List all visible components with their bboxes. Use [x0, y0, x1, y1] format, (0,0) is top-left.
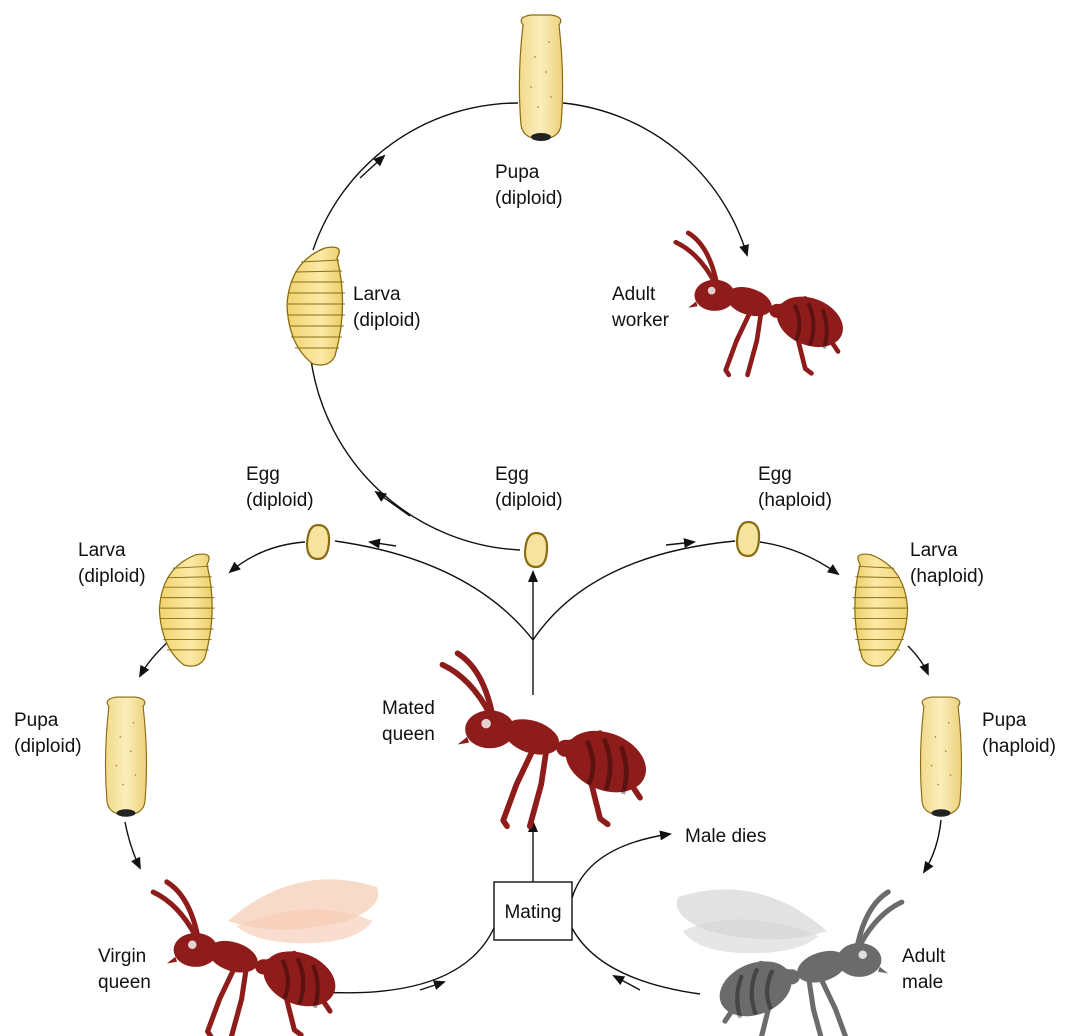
- arc-larva-to-pupa-left: [140, 640, 170, 676]
- top-pupa-illustration: [519, 15, 562, 141]
- egg-left-label-line1: Egg: [246, 464, 280, 485]
- arc-pupa-to-male: [924, 820, 941, 872]
- arc-egg-to-larva-head: [376, 492, 410, 516]
- egg-right-label-line2: (haploid): [758, 490, 832, 511]
- mated-queen-label-line1: Mated: [382, 698, 435, 719]
- right-pupa-illustration: [920, 697, 961, 817]
- arc-queen-to-egg-right-head: [666, 542, 694, 545]
- egg-left-illustration: [307, 525, 329, 559]
- pupa-right-label-line1: Pupa: [982, 710, 1027, 731]
- adult-male-label-line1: Adult: [902, 946, 946, 967]
- egg-center-label-line1: Egg: [495, 464, 529, 485]
- virgin-queen-illustration: [153, 879, 378, 1036]
- top-larva-label-line1: Larva: [353, 284, 401, 305]
- arc-pupa-to-worker: [563, 103, 747, 255]
- left-larva-illustration: [159, 554, 214, 666]
- adult-worker-label-line1: Adult: [612, 284, 656, 305]
- egg-left-label-line2: (diploid): [246, 490, 314, 511]
- arc-queen-to-egg-left: [335, 541, 533, 640]
- pupa-right-label-line2: (haploid): [982, 736, 1056, 757]
- adult-worker-label: Adult worker: [611, 284, 670, 331]
- egg-center-label-line2: (diploid): [495, 490, 563, 511]
- arc-male-to-mating: [572, 928, 700, 994]
- larva-left-label-line2: (diploid): [78, 566, 146, 587]
- egg-left-label: Egg (diploid): [246, 464, 314, 511]
- egg-center-illustration: [525, 533, 547, 567]
- larva-right-label: Larva (haploid): [910, 540, 984, 587]
- larva-right-label-line1: Larva: [910, 540, 958, 561]
- top-larva-label: Larva (diploid): [353, 284, 421, 331]
- adult-male-illustration: [677, 889, 902, 1036]
- pupa-right-label: Pupa (haploid): [982, 710, 1056, 757]
- larva-left-label: Larva (diploid): [78, 540, 146, 587]
- queen-wing-icon: [228, 879, 378, 943]
- arc-queen-to-egg-left-head: [370, 542, 396, 546]
- mated-queen-label: Mated queen: [382, 698, 435, 745]
- top-pupa-label: Pupa (diploid): [495, 162, 563, 209]
- larva-left-label-line1: Larva: [78, 540, 126, 561]
- mated-queen-label-line2: queen: [382, 724, 435, 745]
- arc-egg-to-larva-left: [230, 542, 305, 572]
- adult-male-label-line2: male: [902, 972, 943, 993]
- top-pupa-label-line2: (diploid): [495, 188, 563, 209]
- larva-right-label-line2: (haploid): [910, 566, 984, 587]
- arrow-mating-to-male-dies: [572, 834, 670, 898]
- egg-right-label: Egg (haploid): [758, 464, 832, 511]
- arc-pupa-to-virgin: [125, 822, 140, 868]
- arc-larva-to-pupa: [313, 103, 518, 250]
- mating-label: Mating: [504, 902, 561, 923]
- egg-right-illustration: [737, 522, 759, 556]
- adult-worker-label-line2: worker: [611, 310, 670, 331]
- arc-larva-to-pupa-right: [908, 646, 928, 674]
- egg-right-label-line1: Egg: [758, 464, 792, 485]
- virgin-queen-label: Virgin queen: [98, 946, 151, 993]
- mated-queen-illustration: [442, 653, 655, 826]
- left-pupa-illustration: [105, 697, 146, 817]
- top-larva-illustration: [287, 247, 345, 365]
- pupa-left-label-line1: Pupa: [14, 710, 59, 731]
- virgin-queen-label-line2: queen: [98, 972, 151, 993]
- top-pupa-label-line1: Pupa: [495, 162, 540, 183]
- right-larva-illustration: [853, 554, 908, 666]
- egg-center-label: Egg (diploid): [495, 464, 563, 511]
- adult-male-label: Adult male: [902, 946, 946, 993]
- pupa-left-label-line2: (diploid): [14, 736, 82, 757]
- arc-queen-to-egg-right: [533, 541, 735, 640]
- top-larva-label-line2: (diploid): [353, 310, 421, 331]
- male-dies-label: Male dies: [685, 826, 766, 847]
- virgin-queen-label-line1: Virgin: [98, 946, 146, 967]
- pupa-left-label: Pupa (diploid): [14, 710, 82, 757]
- male-wing-icon: [677, 889, 827, 953]
- adult-worker-illustration: [676, 233, 851, 375]
- arc-egg-to-larva: [311, 360, 520, 550]
- arc-egg-to-larva-right: [760, 542, 838, 574]
